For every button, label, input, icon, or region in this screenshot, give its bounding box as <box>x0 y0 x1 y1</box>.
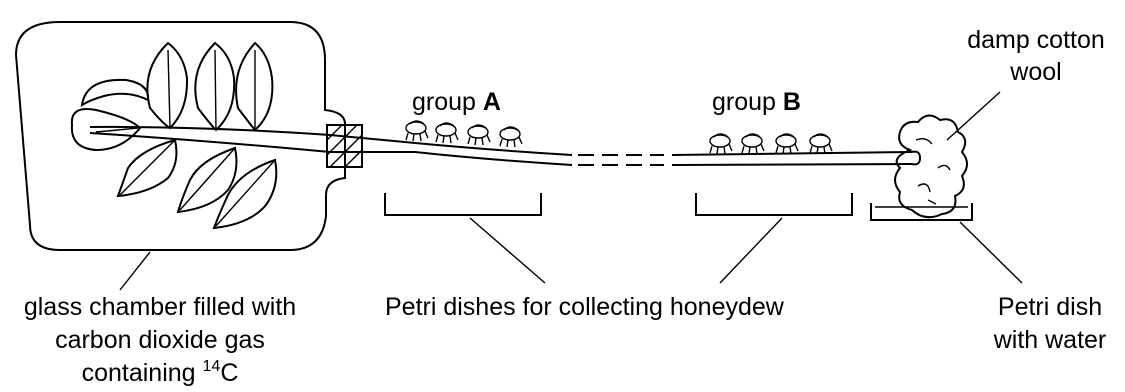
curled-leaf-upper <box>80 78 150 107</box>
aphid <box>809 133 833 155</box>
group-b-label: group B <box>712 88 801 116</box>
petri-collect-label: Petri dishes for collecting honeydew <box>385 293 785 321</box>
lower-leaves <box>116 138 278 230</box>
plant-stem-upper <box>89 125 573 156</box>
aphids-group-a <box>405 120 523 148</box>
upper-leaves <box>146 41 274 132</box>
aphids-group-b <box>709 133 833 155</box>
plant-stem-right <box>671 151 913 166</box>
aphid <box>741 133 765 155</box>
aphid <box>499 126 523 148</box>
chamber-label-2: carbon dioxide gas <box>55 326 265 354</box>
petri-dish-water <box>870 203 973 221</box>
curled-leaf-lower <box>70 108 142 152</box>
aphid <box>435 122 459 144</box>
damp-cotton-wool-label-2: wool <box>1009 58 1061 86</box>
leader-lines <box>119 91 1023 291</box>
aphid <box>405 120 429 142</box>
petri-water-label-2: with water <box>993 326 1107 354</box>
plant-stem-lower <box>89 132 573 166</box>
chamber-label-3: containing 14C <box>82 358 239 387</box>
aphid <box>467 124 491 146</box>
petri-water-label-1: Petri dish <box>998 293 1102 321</box>
aphid <box>709 133 733 155</box>
aphid <box>775 133 799 155</box>
chamber-label-1: glass chamber filled with <box>24 293 296 321</box>
group-a-label: group A <box>412 88 501 116</box>
stem-gap-dashes <box>578 154 664 166</box>
petri-dish-a <box>384 193 542 216</box>
damp-cotton-wool-label-1: damp cotton <box>967 26 1105 54</box>
glass-chamber <box>14 21 346 251</box>
cotton-wool <box>894 114 968 219</box>
petri-dish-b <box>695 193 853 216</box>
